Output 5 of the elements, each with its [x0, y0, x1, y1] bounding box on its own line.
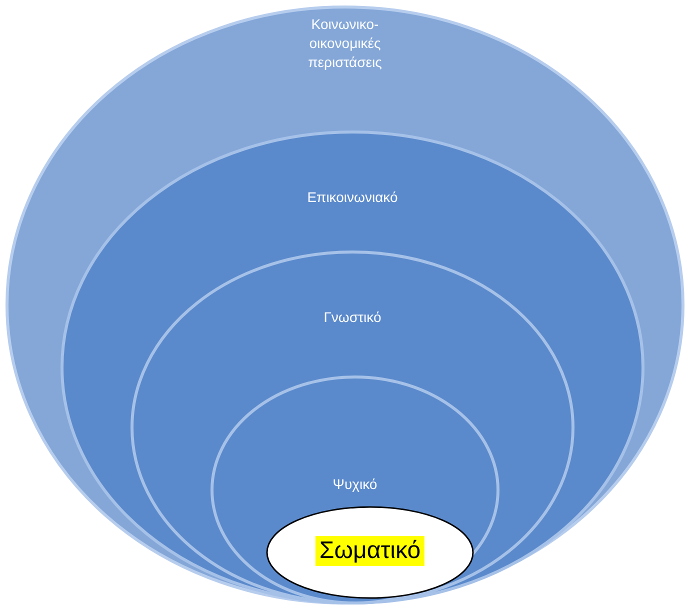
layer-label: Επικοινωνιακό: [306, 188, 399, 207]
layer-label: Γνωστικό: [322, 308, 382, 327]
layer-label: Ψυχικό: [332, 475, 378, 494]
layer-label: Σωματικό: [315, 536, 425, 566]
layer-label: Κοινωνικο-οικονομικές περιστάσεις: [307, 15, 383, 72]
